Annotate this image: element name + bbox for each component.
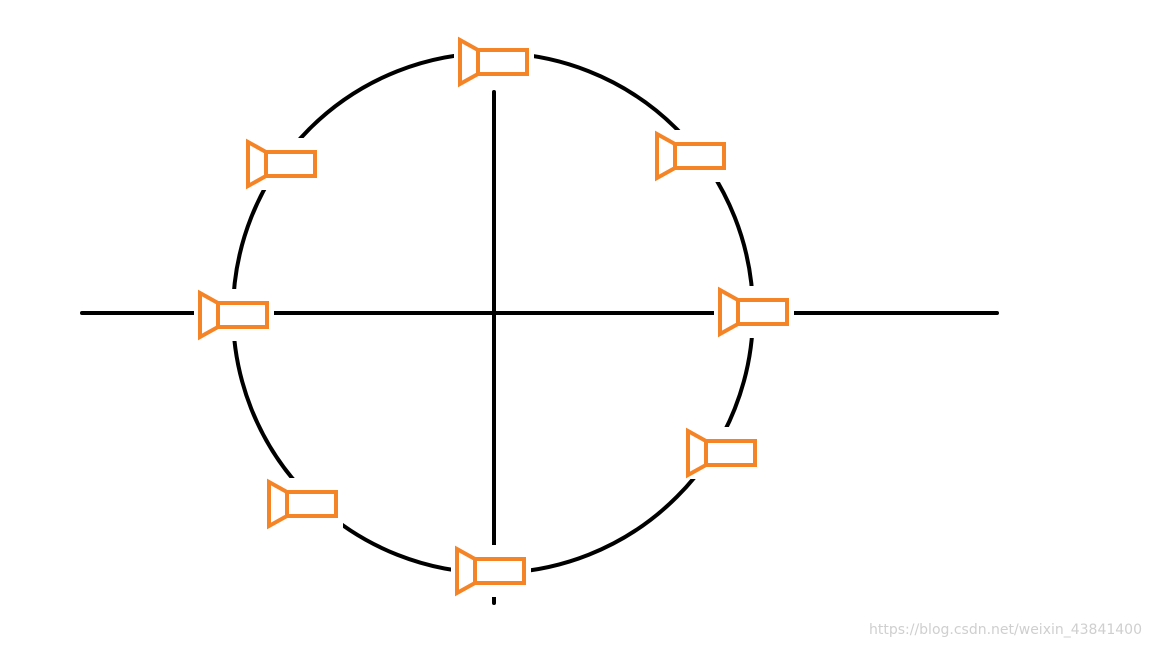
speaker-body [476, 48, 529, 76]
speaker-icon-left [194, 289, 274, 341]
speaker-body [473, 557, 526, 585]
speaker-body [285, 490, 338, 518]
speaker-icon-bottom [451, 545, 531, 597]
watermark-text: https://blog.csdn.net/weixin_43841400 [868, 622, 1142, 638]
speaker-icon-top [454, 36, 534, 88]
speaker-body [736, 298, 789, 326]
speaker-body [264, 150, 317, 178]
speaker-icon-lower-left [263, 478, 343, 530]
speaker-icon-lower-right [682, 427, 762, 479]
speakers-group [194, 36, 794, 597]
speaker-body [673, 142, 726, 170]
speaker-icon-upper-right [651, 130, 731, 182]
speaker-icon-upper-left [242, 138, 322, 190]
speaker-body [216, 301, 269, 329]
speaker-body [704, 439, 757, 467]
speaker-icon-right [714, 286, 794, 338]
